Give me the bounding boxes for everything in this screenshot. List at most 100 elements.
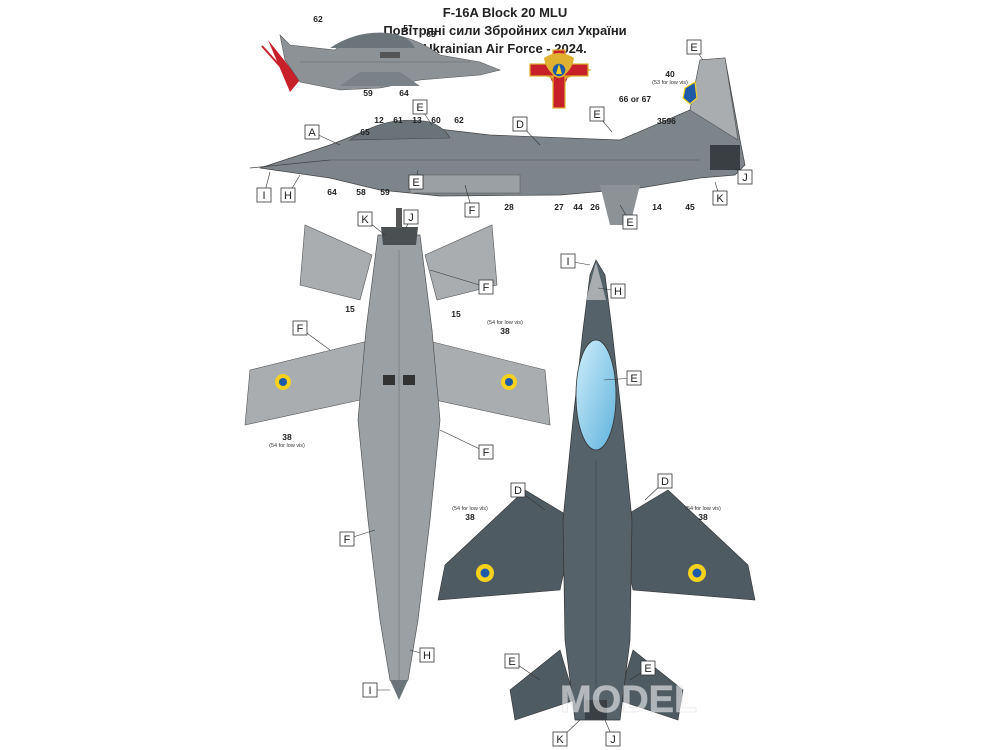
wing-note-1: (54 for low vis) (487, 320, 523, 326)
callout-letter: J (742, 172, 748, 184)
title-line-2: Повітряні сили Збройних сил України (383, 23, 627, 38)
wing-number-4: 38 (698, 512, 708, 522)
tail-alt-numbers: 66 or 67 (619, 94, 651, 104)
callout-box-f: F (429, 269, 494, 295)
bottom-view (244, 208, 551, 700)
callout-box-f: F (439, 429, 494, 460)
callout-box-d: D (512, 116, 541, 146)
callout-box-i: I (362, 682, 390, 698)
callout-number: 64 (399, 88, 409, 98)
callout-number: 26 (590, 202, 600, 212)
callout-number: 12 (374, 115, 384, 125)
top-view (437, 259, 756, 721)
callout-number: 61 (393, 115, 403, 125)
tail-note: (53 for low vis) (652, 80, 688, 86)
callout-letter: H (284, 190, 292, 202)
callout-letter: K (361, 214, 369, 226)
callout-box-d: D (510, 482, 546, 511)
callout-letter: E (416, 102, 423, 114)
callout-number: 60 (431, 115, 441, 125)
callout-letter: J (610, 734, 616, 746)
callout-number: 44 (573, 202, 583, 212)
side-view-top (261, 32, 501, 92)
wing-notes: (54 for low vis) 38 38 (54 for low vis) … (269, 320, 721, 522)
wing-number-1: 38 (500, 326, 510, 336)
callout-number: 15 (451, 309, 461, 319)
callout-letter: F (344, 534, 351, 546)
callout-box-i: I (560, 253, 591, 269)
callout-letter: K (716, 193, 724, 205)
watermark: MODEL (560, 679, 697, 721)
canopy (575, 339, 617, 451)
callout-letter: E (593, 109, 600, 121)
callout-box-e: E (589, 106, 613, 133)
callout-box-j: J (403, 209, 419, 231)
callout-letter: K (556, 734, 564, 746)
callout-letter: E (626, 217, 633, 229)
title-line-1: F-16A Block 20 MLU (442, 5, 568, 20)
callout-box-h: H (280, 174, 301, 203)
callout-number: 59 (380, 187, 390, 197)
callout-letter: J (408, 212, 414, 224)
callout-box-j: J (604, 719, 621, 747)
callout-box-e: E (504, 653, 541, 681)
callout-box-e: E (412, 99, 433, 126)
callout-letter: F (297, 323, 304, 335)
callout-letter: E (508, 656, 515, 668)
callout-letter: F (469, 205, 476, 217)
wing-number-2: 38 (282, 432, 292, 442)
callout-number: 59 (363, 88, 373, 98)
callout-letter: H (423, 650, 431, 662)
callout-box-e: E (686, 39, 704, 61)
callout-number: 62 (454, 115, 464, 125)
callout-letter: D (514, 485, 522, 497)
callout-number: 45 (685, 202, 695, 212)
callout-letter: F (483, 282, 490, 294)
wing-note-2: (54 for low vis) (269, 443, 305, 449)
callout-letter: D (661, 476, 669, 488)
callout-letter: A (308, 127, 316, 139)
callout-box-k: K (712, 181, 728, 206)
tail-detail: 3596 40 (53 for low vis) 66 or 67 (619, 69, 698, 126)
callout-number: 64 (327, 187, 337, 197)
callout-box-i: I (256, 171, 272, 203)
air-force-emblem (528, 49, 592, 109)
callout-letter: E (630, 373, 637, 385)
callout-number: 63 (426, 29, 436, 39)
callout-box-e: E (629, 660, 656, 681)
callout-box-d: D (644, 473, 673, 501)
callout-letter: I (262, 190, 265, 202)
callout-number: 14 (652, 202, 662, 212)
callout-number: 28 (504, 202, 514, 212)
callout-letter: H (614, 286, 622, 298)
callout-number: 27 (554, 202, 564, 212)
callout-box-f: F (339, 529, 376, 547)
callout-letter: I (368, 685, 371, 697)
tail-serial: 3596 (657, 116, 676, 126)
callout-box-h: H (409, 647, 435, 663)
callout-box-h: H (597, 283, 626, 299)
callout-letter: E (412, 177, 419, 189)
callout-box-k: K (552, 719, 581, 747)
wing-note-3: (54 for low vis) (452, 506, 488, 512)
tail-note-number: 40 (665, 69, 675, 79)
title-line-3: Ukrainian Air Force - 2024. (423, 41, 587, 56)
callout-box-f: F (464, 184, 480, 218)
callout-letter: D (516, 119, 524, 131)
callout-box-a: A (304, 124, 341, 146)
callout-number: 65 (360, 127, 370, 137)
callout-letter: I (566, 256, 569, 268)
callout-number: 57 (403, 23, 413, 33)
callout-letter: F (483, 447, 490, 459)
callout-box-k: K (357, 211, 386, 236)
trident-shield-icon (682, 81, 698, 105)
callout-box-e: E (603, 370, 642, 386)
callout-letter: E (690, 42, 697, 54)
wing-number-3: 38 (465, 512, 475, 522)
callout-box-f: F (292, 320, 331, 351)
callout-box-e: E (619, 204, 638, 230)
callout-number: 62 (313, 14, 323, 24)
callout-number: 13 (412, 115, 422, 125)
callout-number: 58 (356, 187, 366, 197)
